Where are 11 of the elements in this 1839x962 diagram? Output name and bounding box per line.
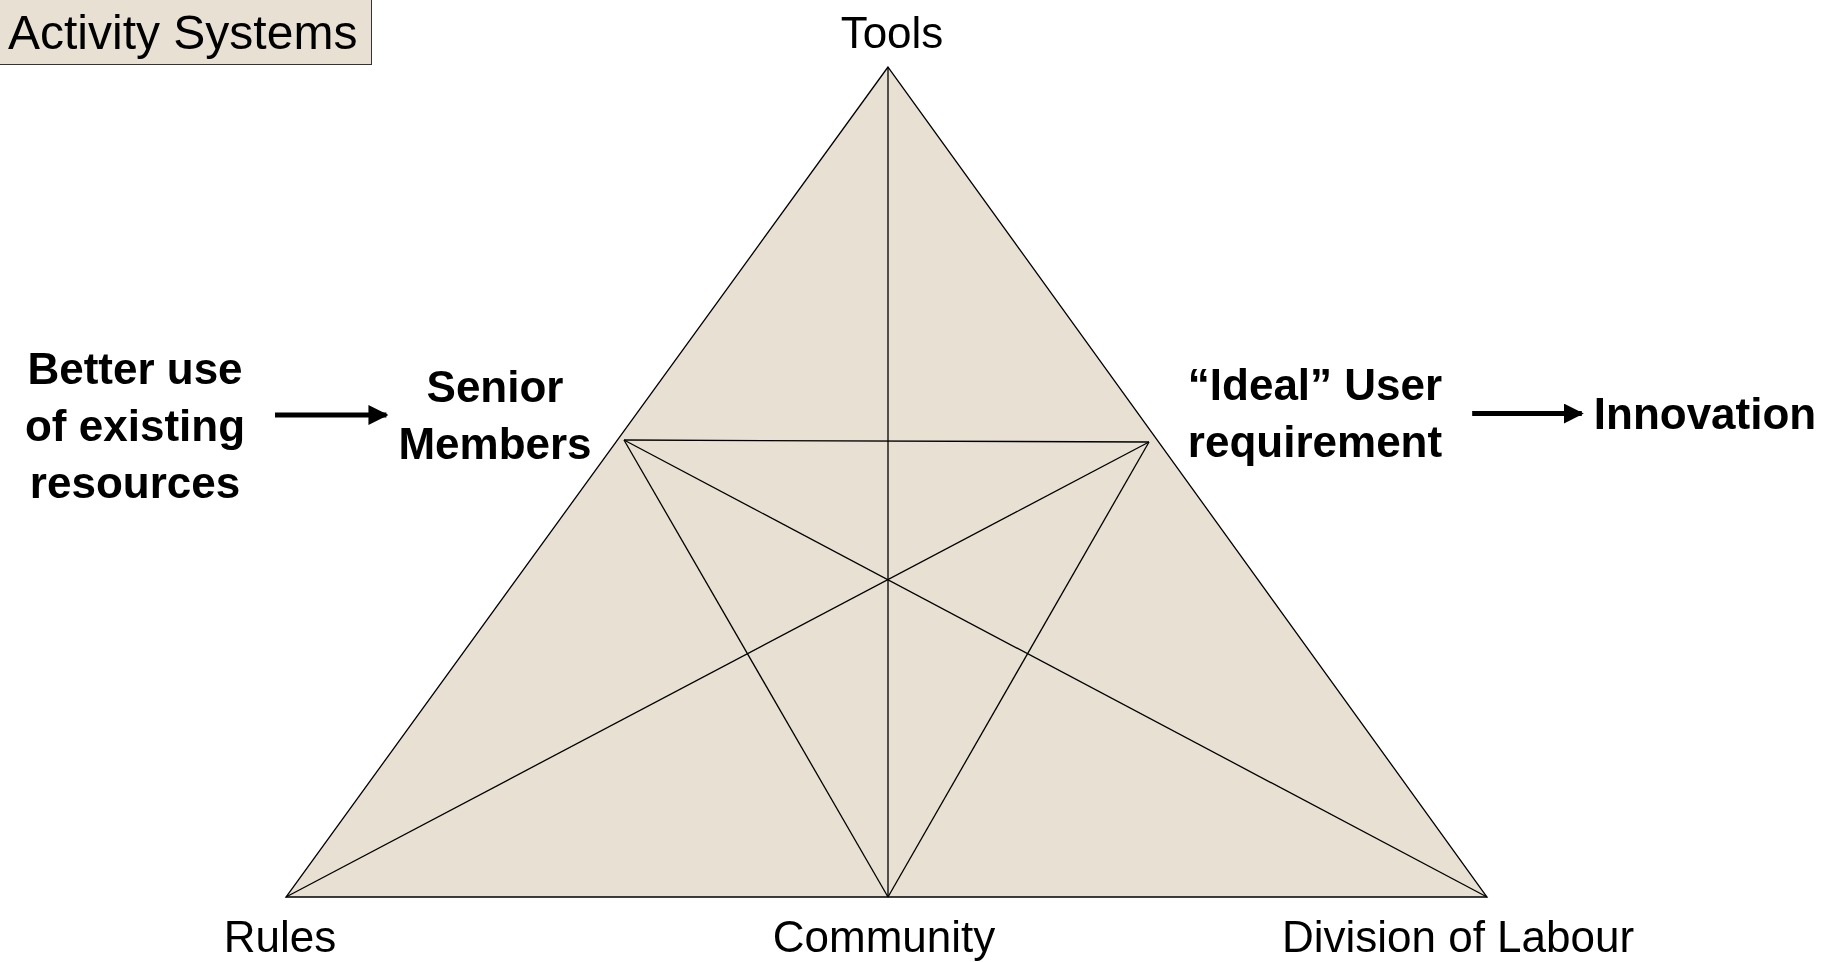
node-label: “Ideal” User requirement <box>1165 356 1465 470</box>
vertex-label: Rules <box>223 912 337 962</box>
vertex-label: Community <box>772 912 996 962</box>
title: Activity Systems <box>0 0 373 65</box>
vertex-label: Division of Labour <box>1281 912 1635 962</box>
node-label: Senior Members <box>370 358 620 472</box>
arrow <box>1472 403 1584 424</box>
node-label: Better use of existing resources <box>10 340 260 511</box>
node-label: Innovation <box>1573 385 1837 442</box>
arrow <box>275 405 389 425</box>
vertex-label: Tools <box>840 8 944 58</box>
